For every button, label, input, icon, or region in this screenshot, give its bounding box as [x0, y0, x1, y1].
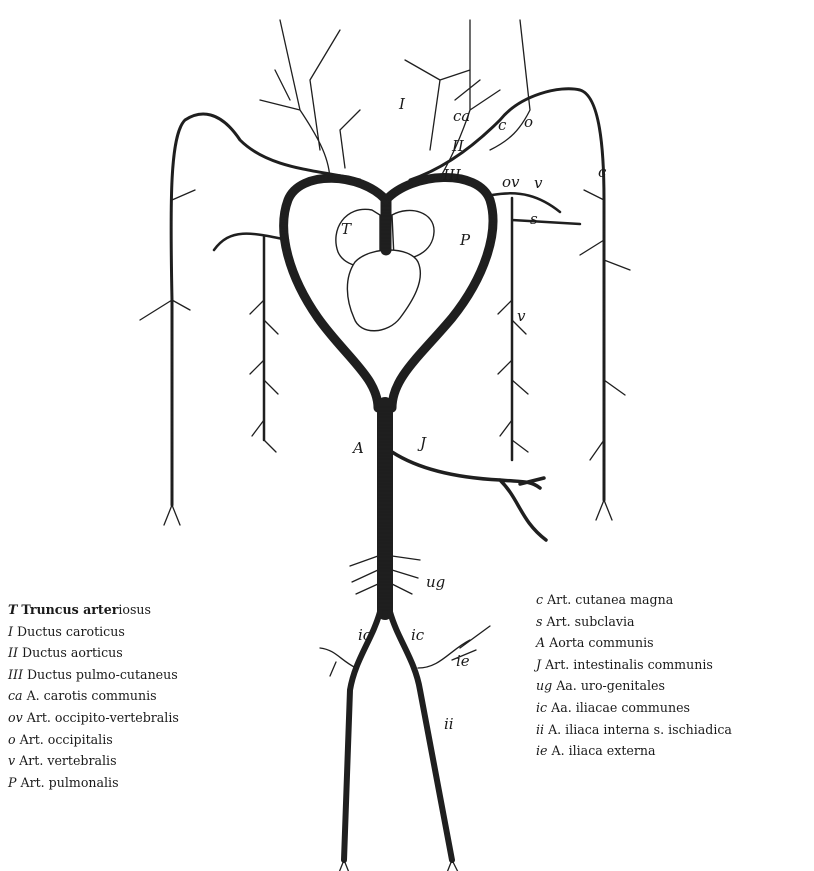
legend-row: c Art. cutanea magna: [536, 589, 732, 611]
label-v-lower: v: [517, 307, 526, 325]
label-ov: ov: [502, 173, 520, 191]
iliaca-communis-right: [390, 612, 452, 860]
label-s: s: [530, 210, 538, 228]
label-ie: ie: [456, 652, 470, 670]
legend-row: v Art. vertebralis: [8, 750, 179, 772]
subclavia-left: [214, 234, 288, 440]
label-v-upper: v: [534, 174, 543, 192]
label-ic-right: ic: [411, 626, 425, 644]
legend-row: ic Aa. iliacae communes: [536, 697, 732, 719]
pulmo-cutaneus-left: [171, 114, 360, 505]
legend-row: A Aorta communis: [536, 632, 732, 654]
legend-row: J Art. intestinalis communis: [536, 654, 732, 676]
legend-row: II Ductus aorticus: [8, 642, 179, 664]
legend-row: o Art. occipitalis: [8, 729, 179, 751]
label-P: P: [459, 231, 471, 249]
label-I: I: [398, 95, 406, 113]
label-ic-left: ic: [358, 626, 372, 644]
label-III: III: [442, 166, 462, 184]
occipito-vertebralis-right: [492, 193, 580, 460]
label-c-left: c: [498, 116, 507, 134]
label-ii: ii: [444, 715, 454, 733]
legend-row: ov Art. occipito-vertebralis: [8, 707, 179, 729]
legend-row: T Truncus arteriosus: [8, 599, 179, 621]
legend-row: III Ductus pulmo-cutaneus: [8, 664, 179, 686]
legend-row: I Ductus caroticus: [8, 621, 179, 643]
legend-right: c Art. cutanea magna s Art. subclavia A …: [536, 589, 732, 762]
label-J: J: [417, 434, 427, 452]
iliaca-communis-left: [344, 612, 380, 860]
legend-row: ca A. carotis communis: [8, 685, 179, 707]
label-II: II: [451, 137, 465, 155]
art-intestinalis-communis: [392, 452, 546, 540]
iliaca-externa-right: [418, 626, 490, 668]
legend-row: ii A. iliaca interna s. ischiadica: [536, 719, 732, 741]
label-o: o: [524, 113, 533, 131]
carotis-communis-left-tree: [260, 20, 360, 182]
pelvic-branches: [336, 860, 462, 871]
legend-row: ug Aa. uro-genitales: [536, 675, 732, 697]
label-A: A: [351, 439, 364, 457]
label-ug: ug: [426, 573, 445, 591]
ventricle: [347, 250, 420, 331]
iliaca-externa-left: [320, 648, 356, 676]
legend-left: T Truncus arteriosus I Ductus caroticus …: [8, 599, 179, 793]
pulmo-cutaneus-right: [410, 89, 604, 500]
legend-row: P Art. pulmonalis: [8, 772, 179, 794]
label-ca: ca: [453, 107, 470, 125]
legend-row: s Art. subclavia: [536, 611, 732, 633]
legend-row: ie A. iliaca externa: [536, 740, 732, 762]
label-T: T: [341, 220, 352, 238]
label-c-right: c: [598, 163, 607, 181]
